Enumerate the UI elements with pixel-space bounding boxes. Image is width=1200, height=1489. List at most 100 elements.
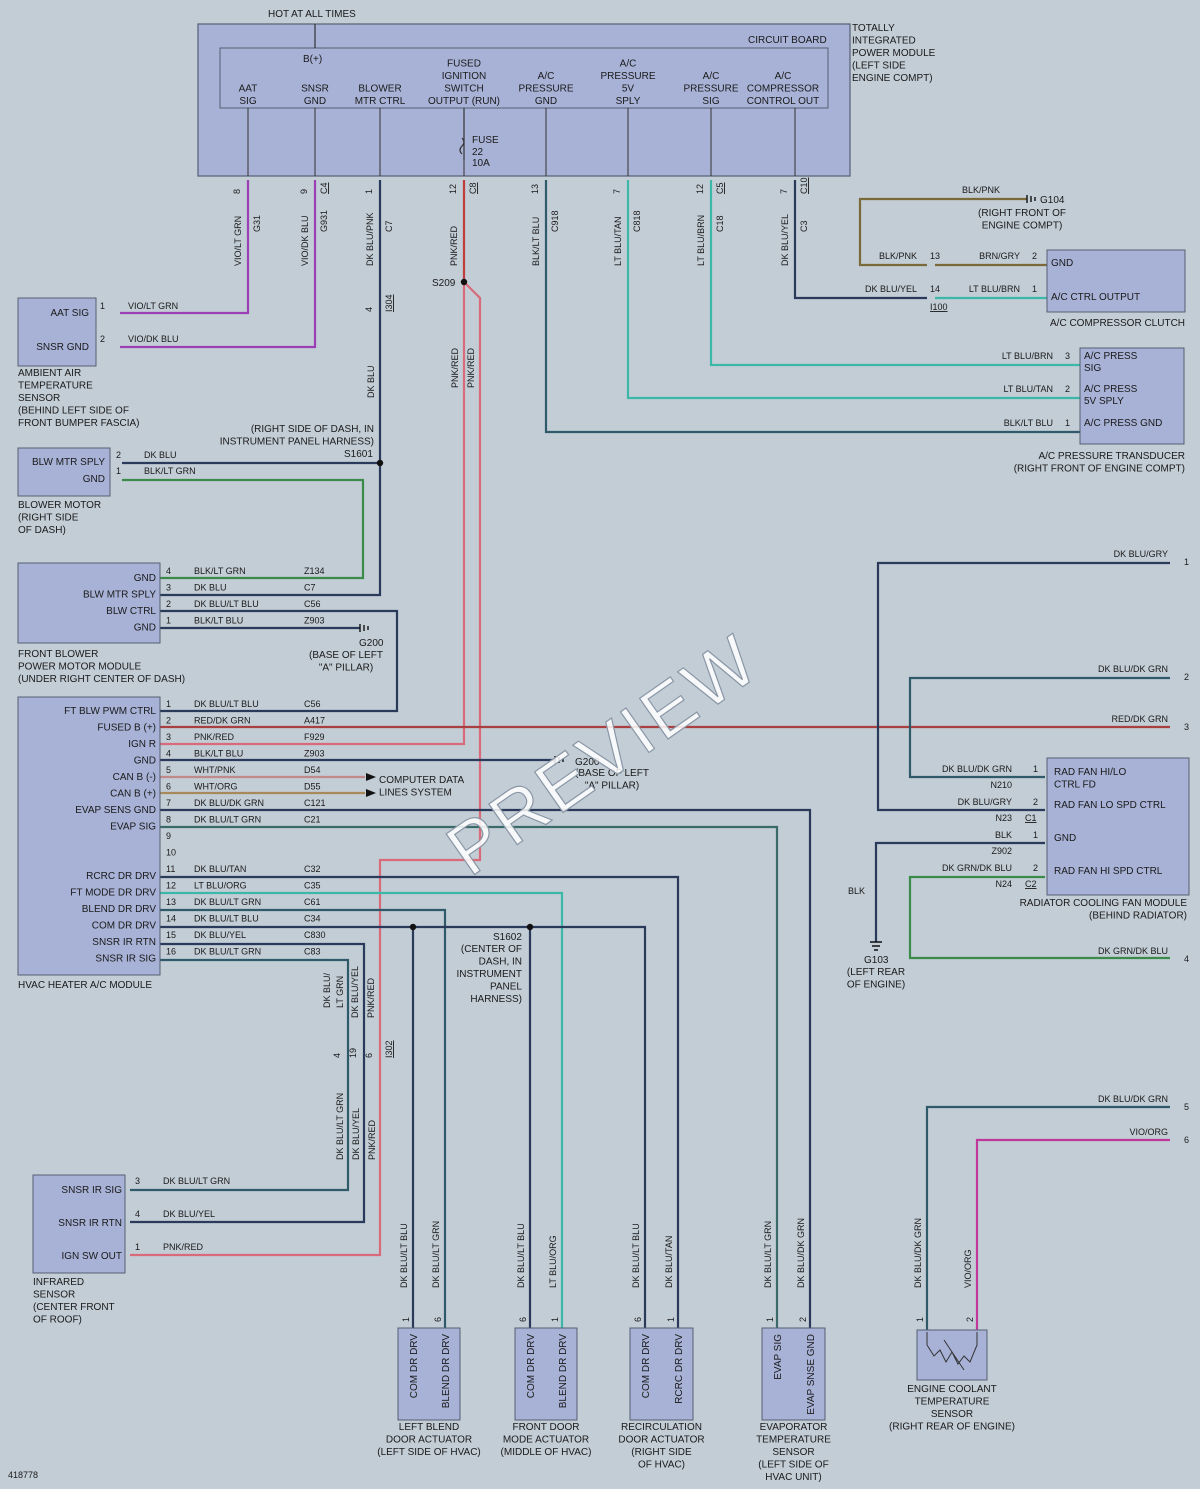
ect-desc: TEMPERATURE <box>915 1397 990 1408</box>
ground-g200-desc: "A" PILLAR) <box>319 663 373 674</box>
rad-ext-wire-color: DK BLU/DK GRN <box>1098 664 1168 674</box>
infrared-sensor <box>32 1174 126 1274</box>
actuator-wire-color: DK BLU/TAN <box>664 1236 674 1288</box>
ground-g200-icon <box>359 624 369 632</box>
hvac-wire-circuit: Z903 <box>304 749 325 759</box>
hvac-pin-number: 15 <box>166 930 176 940</box>
ground-g103-desc: (LEFT REAR <box>847 967 905 978</box>
tipm-column-label: CONTROL OUT <box>747 96 819 107</box>
ground-g200-desc: (BASE OF LEFT <box>309 650 383 661</box>
tipm-column-label: COMPRESSOR <box>747 84 819 95</box>
ect-desc: SENSOR <box>931 1409 973 1420</box>
fbpmm-wire-color: DK BLU/LT BLU <box>194 599 259 609</box>
tipm-column-label: FUSED <box>447 59 481 70</box>
hvac-wire-color: DK BLU/LT BLU <box>194 699 259 709</box>
fbpmm-desc-line: FRONT BLOWER <box>18 649 98 660</box>
hvac-pin-number: 13 <box>166 897 176 907</box>
transducer-pin-label: 5V SPLY <box>1084 396 1124 407</box>
hvac-wire-color: DK BLU/TAN <box>194 864 246 874</box>
aat-pin-number: 2 <box>100 334 105 344</box>
actuator-pin-label: RCRC DR DRV <box>674 1334 685 1404</box>
tipm-pin-number: 12 <box>448 184 458 194</box>
blower-wire-color: BLK/LT GRN <box>144 466 196 476</box>
transducer-pin-label: A/C PRESS GND <box>1084 418 1162 429</box>
rad-desc: (BEHIND RADIATOR) <box>1089 911 1187 922</box>
ac-pressure-transducer <box>1079 347 1185 445</box>
clutch-pin-gnd: GND <box>1051 258 1073 269</box>
fbpmm-pin-label: BLW CTRL <box>106 606 156 617</box>
actuator-desc: FRONT DOOR <box>512 1422 579 1433</box>
fbpmm-pin-label: GND <box>134 573 156 584</box>
hvac-pin-label: SNSR IR RTN <box>92 937 156 948</box>
aat-pin-2: SNSR GND <box>36 342 89 353</box>
transducer-desc: (RIGHT FRONT OF ENGINE COMPT) <box>1014 464 1185 475</box>
hvac-pin-label: SNSR IR SIG <box>95 954 156 965</box>
rad-ext-number: 5 <box>1184 1102 1189 1112</box>
aat-desc-line: AMBIENT AIR <box>18 368 81 379</box>
hvac-pin-number: 16 <box>166 947 176 957</box>
hvac-pin-label: GND <box>134 756 156 767</box>
actuator-desc: DOOR ACTUATOR <box>618 1435 704 1446</box>
engine-coolant-temp-sensor <box>916 1329 988 1381</box>
ect-desc: (RIGHT REAR OF ENGINE) <box>889 1422 1015 1433</box>
aat-desc-line: SENSOR <box>18 393 60 404</box>
tipm-wire-color: VIO/LT GRN <box>233 216 243 266</box>
transducer-wire-color: BLK/LT BLU <box>1004 418 1053 428</box>
wire-blk-label: BLK <box>848 886 865 896</box>
wire-vio-org <box>975 1138 1170 1330</box>
rad-pin-number: 2 <box>1033 797 1038 807</box>
ground-g103-desc: OF ENGINE) <box>847 980 905 991</box>
rad-connector-id: C1 <box>1025 813 1037 823</box>
aat-pin-1: AAT SIG <box>50 308 89 319</box>
fbpmm-pin-number: 4 <box>166 566 171 576</box>
rad-desc: RADIATOR COOLING FAN MODULE <box>1020 898 1188 909</box>
actuator-desc: TEMPERATURE <box>756 1435 831 1446</box>
actuator-pin-number: 6 <box>633 1317 643 1322</box>
splice-s1602-desc: PANEL <box>490 982 522 993</box>
actuator-pin-label: EVAP SNSE GND <box>806 1334 817 1415</box>
hvac-pin-label: EVAP SIG <box>110 822 156 833</box>
hvac-wire-circuit: F929 <box>304 732 325 742</box>
rad-pin-number: 1 <box>1033 764 1038 774</box>
tipm-wire-color: DK BLU/PNK <box>365 212 375 266</box>
actuator-pin-label: BLEND DR DRV <box>441 1334 452 1409</box>
actuator-box <box>761 1327 826 1421</box>
rad-pin-number: 1 <box>1033 830 1038 840</box>
transducer-pin-number: 2 <box>1065 384 1070 394</box>
hvac-wire-color: RED/DK GRN <box>194 716 251 726</box>
wire-pnk-red-left <box>160 282 466 746</box>
rad-wire-color: BLK <box>995 830 1012 840</box>
wire-blk-lt-grn <box>122 478 365 580</box>
i302-upper-color: DK BLU/YEL <box>350 966 360 1018</box>
can-arrow-1-icon <box>366 773 376 781</box>
wire-dk-blu-gry <box>876 561 1170 812</box>
hvac-pin-number: 11 <box>166 864 175 874</box>
hvac-g200-desc: "A" PILLAR) <box>585 781 639 792</box>
hvac-wire-circuit: C830 <box>304 930 326 940</box>
hvac-wire-circuit: C21 <box>304 815 321 825</box>
actuator-desc: LEFT BLEND <box>399 1422 459 1433</box>
actuator-desc: (LEFT SIDE OF HVAC) <box>377 1447 481 1458</box>
tipm-module: HOT AT ALL TIMES CIRCUIT BOARD B(+) FUSE… <box>197 9 851 177</box>
splice-s1602-label: S1602 <box>493 932 522 943</box>
hvac-wire-color: DK BLU/LT GRN <box>194 947 261 957</box>
data-lines-label: COMPUTER DATA <box>379 775 465 786</box>
transducer-pin-number: 3 <box>1065 351 1070 361</box>
tipm-wire-color: LT BLU/TAN <box>613 216 623 266</box>
splice-s1602-desc: (CENTER OF <box>461 944 522 955</box>
wire-c121 <box>160 808 812 1330</box>
hvac-wire-circuit: C34 <box>304 914 321 924</box>
ground-g103-icon <box>870 941 882 951</box>
aat-wire-color: VIO/DK BLU <box>128 334 179 344</box>
fbpmm-pin-number: 3 <box>166 583 171 593</box>
rad-pin-number: 2 <box>1033 863 1038 873</box>
i302-lower-color: DK BLU/YEL <box>351 1108 361 1160</box>
hvac-wire-circuit: C56 <box>304 699 321 709</box>
hvac-wire-color: BLK/LT BLU <box>194 749 243 759</box>
wire-pnk-red-label: PNK/RED <box>450 347 460 388</box>
tipm-wire-color: LT BLU/BRN <box>696 215 706 266</box>
tipm-desc-line: TOTALLY <box>852 23 895 34</box>
hvac-wire-circuit: D54 <box>304 765 321 775</box>
transducer-pin-label: SIG <box>1084 363 1101 374</box>
tipm-column-label: SIG <box>702 96 719 107</box>
